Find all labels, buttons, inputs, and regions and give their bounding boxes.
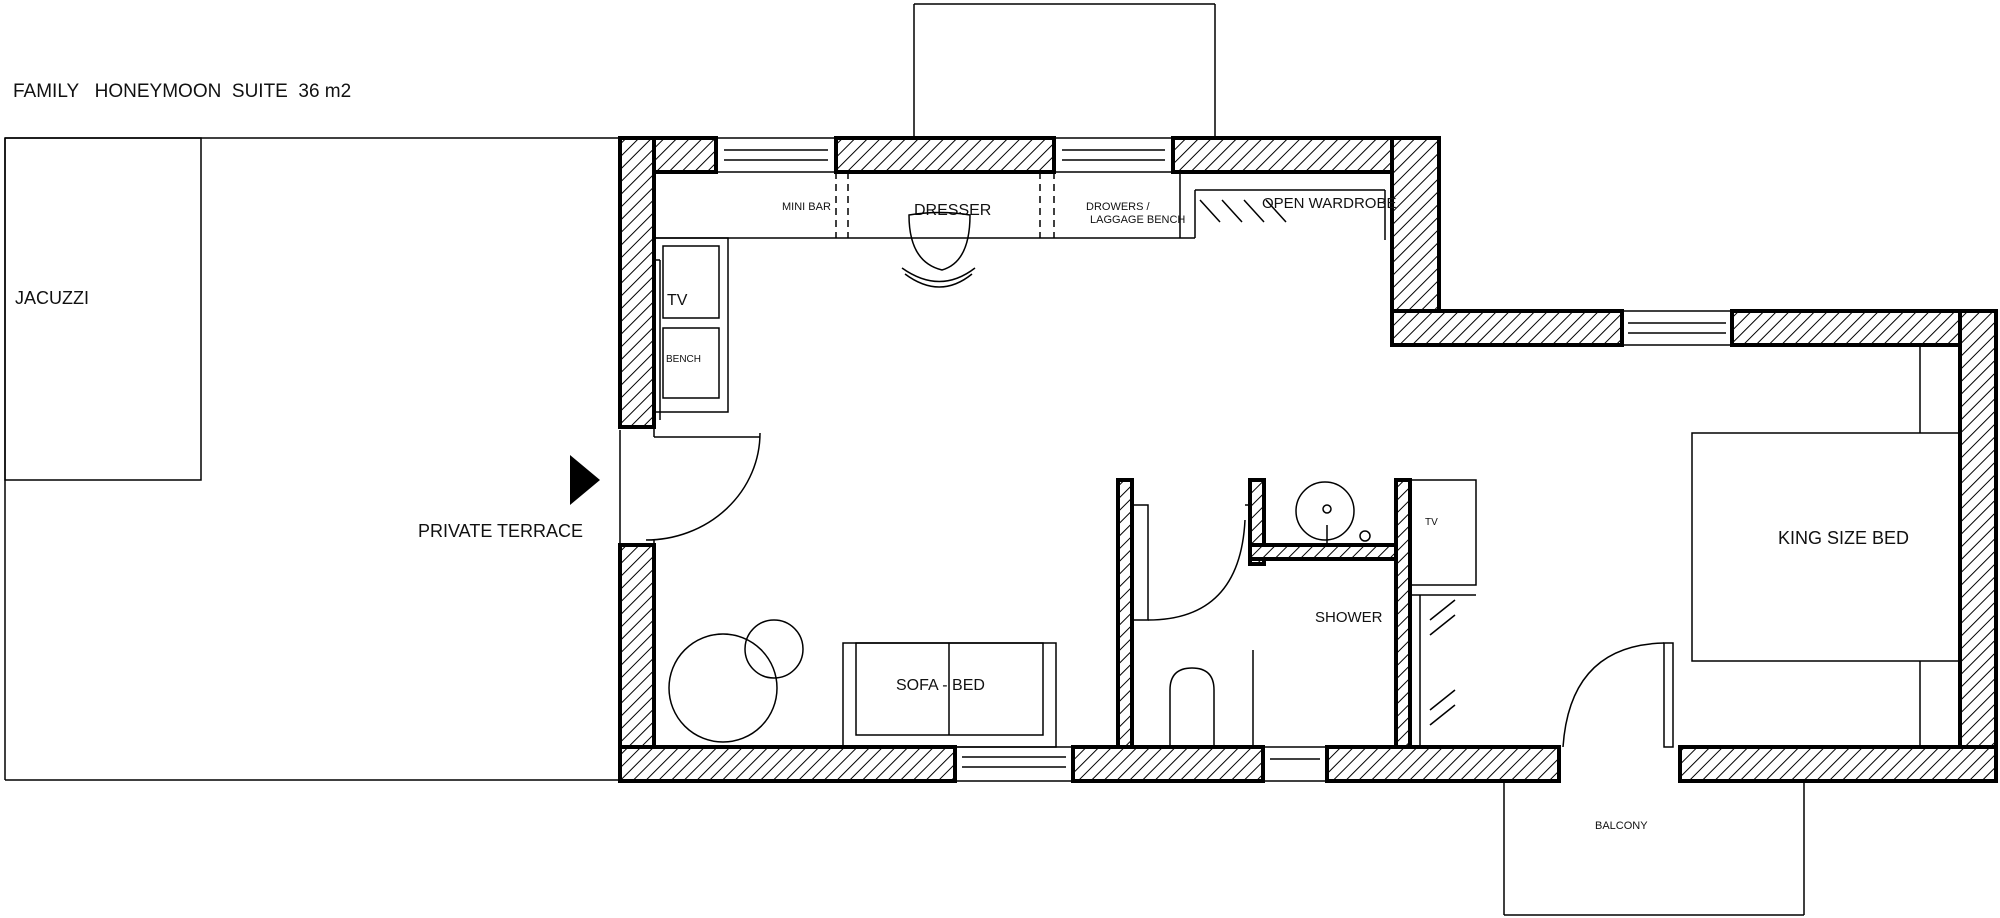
toilet: [1169, 667, 1215, 747]
dresser-label: DRESSER: [914, 202, 991, 219]
balcony-door: [1562, 642, 1674, 748]
windows: [715, 137, 1733, 782]
plan-title: FAMILY HONEYMOON SUITE 36 m2: [13, 81, 351, 102]
bathroom-door: [1131, 504, 1250, 621]
round-table: [668, 633, 778, 743]
bath-tv-cabinet: [1409, 479, 1477, 747]
jacuzzi: [4, 137, 202, 481]
mini-bar-label: MINI BAR: [782, 201, 831, 213]
jacuzzi-label: JACUZZI: [15, 288, 89, 308]
entrance-arrow-icon: [570, 455, 600, 505]
top-counter: [654, 172, 1386, 240]
terrace-area: [4, 137, 621, 781]
stool: [744, 619, 804, 679]
private-terrace-label: PRIVATE TERRACE: [418, 521, 583, 541]
king-size-bed-label: KING SIZE BED: [1778, 528, 1909, 548]
drowers-label-line2: LAGGAGE BENCH: [1090, 214, 1185, 226]
king-size-bed: [1691, 345, 1961, 747]
balcony-label: BALCONY: [1595, 820, 1648, 832]
walls: [618, 136, 1998, 783]
sink: [1295, 481, 1371, 545]
dresser-chair: [901, 211, 976, 288]
drowers-label-line1: DROWERS /: [1086, 201, 1151, 213]
tv-left-label: TV: [667, 292, 688, 309]
sofa-bed-label: SOFA - BED: [896, 677, 985, 694]
open-wardrobe-label: OPEN WARDROBE: [1262, 195, 1396, 212]
lower-balcony: [1503, 781, 1805, 916]
tv-bath-label: TV: [1425, 517, 1438, 528]
sofa-bed: [842, 642, 1057, 748]
bench-label: BENCH: [666, 354, 701, 365]
shower-label: SHOWER: [1315, 609, 1383, 626]
tv-bench-unit: [653, 237, 729, 420]
upper-balcony: [913, 3, 1216, 138]
entrance-door: [645, 427, 761, 545]
